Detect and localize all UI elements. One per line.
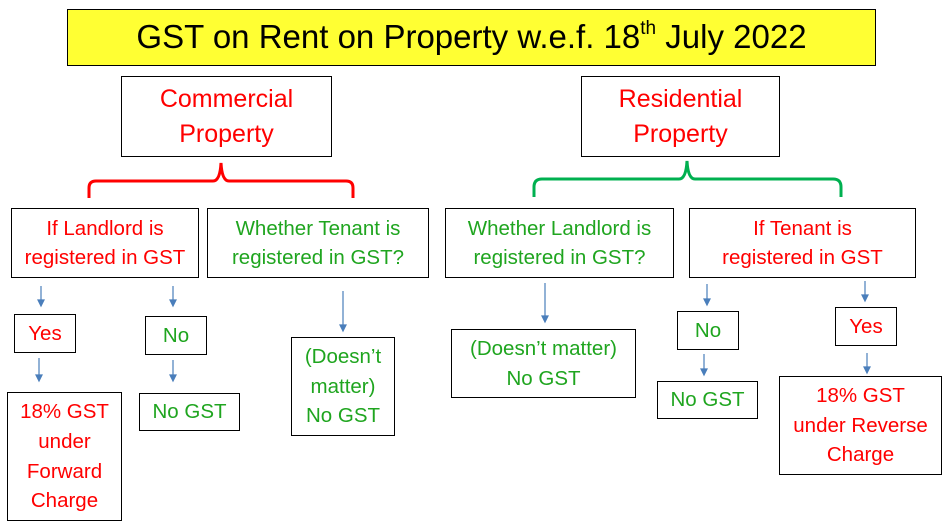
text-line: Forward xyxy=(26,459,103,483)
text-line: (Doesn’t matter) xyxy=(470,336,617,360)
text-line: matter) xyxy=(310,374,376,398)
arrow-no-to-no-gst xyxy=(169,360,177,383)
text-line: No GST xyxy=(152,400,227,424)
text-line: (Doesn’t xyxy=(304,344,382,368)
commercial-tenant-question: Whether Tenant is registered in GST? xyxy=(207,208,429,278)
residential-heading-line1: Residential xyxy=(618,85,743,113)
commercial-no-box: No xyxy=(145,316,207,355)
text-line: Whether Tenant is xyxy=(235,216,401,240)
text-line: Whether Landlord is xyxy=(467,216,652,240)
text-line: 18% GST xyxy=(20,400,109,424)
text-line: registered in GST xyxy=(24,246,186,269)
residential-tenant-question: If Tenant is registered in GST xyxy=(689,208,916,278)
commercial-no-gst-box: No GST xyxy=(139,393,240,431)
arrow-res-tenant-to-yes xyxy=(861,281,869,303)
residential-yes-box: Yes xyxy=(835,307,897,346)
residential-no-box: No xyxy=(677,311,739,350)
page-title: GST on Rent on Property w.e.f. 18th July… xyxy=(67,9,876,66)
commercial-property-box: Commercial Property xyxy=(121,76,332,157)
commercial-forward-charge-box: 18% GST under Forward Charge xyxy=(7,392,122,521)
arrow-landlord-to-yes xyxy=(37,286,45,308)
text-line: No GST xyxy=(506,366,581,390)
residential-no-gst-box: No GST xyxy=(657,381,758,419)
text-line: No GST xyxy=(305,404,381,428)
text-line: registered in GST? xyxy=(231,246,405,269)
arrow-res-yes-to-reverse-charge xyxy=(863,353,871,375)
text-line: under xyxy=(38,429,91,453)
residential-heading-line2: Property xyxy=(633,119,728,148)
title-text: GST on Rent on Property w.e.f. 18th July… xyxy=(136,18,807,56)
arrow-landlord-to-no xyxy=(169,286,177,308)
commercial-landlord-question: If Landlord is registered in GST xyxy=(11,208,199,278)
text-line: Yes xyxy=(849,314,883,338)
text-line: Charge xyxy=(30,489,99,513)
residential-landlord-result-box: (Doesn’t matter) No GST xyxy=(451,329,636,398)
commercial-heading-line1: Commercial xyxy=(159,85,294,113)
commercial-yes-box: Yes xyxy=(14,314,76,353)
text-line: 18% GST xyxy=(816,383,905,407)
residential-landlord-question: Whether Landlord is registered in GST? xyxy=(445,208,674,278)
arrow-res-landlord-to-doesnt-matter xyxy=(541,283,549,324)
text-line: registered in GST? xyxy=(473,246,646,269)
commercial-brace xyxy=(87,162,355,198)
arrow-res-tenant-to-no xyxy=(703,284,711,307)
text-line: under Reverse xyxy=(793,413,928,437)
commercial-tenant-result-box: (Doesn’t matter) No GST xyxy=(291,337,395,436)
arrow-res-no-to-no-gst xyxy=(700,354,708,377)
residential-brace xyxy=(532,160,843,197)
text-line: No xyxy=(162,323,190,347)
residential-reverse-charge-box: 18% GST under Reverse Charge xyxy=(779,376,942,475)
text-line: No xyxy=(694,318,722,342)
arrow-yes-to-forward-charge xyxy=(35,358,43,383)
text-line: No GST xyxy=(670,388,745,412)
text-line: If Landlord is xyxy=(46,216,164,240)
residential-property-box: Residential Property xyxy=(581,76,780,157)
commercial-heading-line2: Property xyxy=(179,119,274,148)
text-line: registered in GST xyxy=(722,246,883,269)
text-line: If Tenant is xyxy=(753,216,852,240)
text-line: Charge xyxy=(826,443,895,467)
text-line: Yes xyxy=(28,321,62,345)
arrow-tenant-to-doesnt-matter xyxy=(339,291,347,333)
